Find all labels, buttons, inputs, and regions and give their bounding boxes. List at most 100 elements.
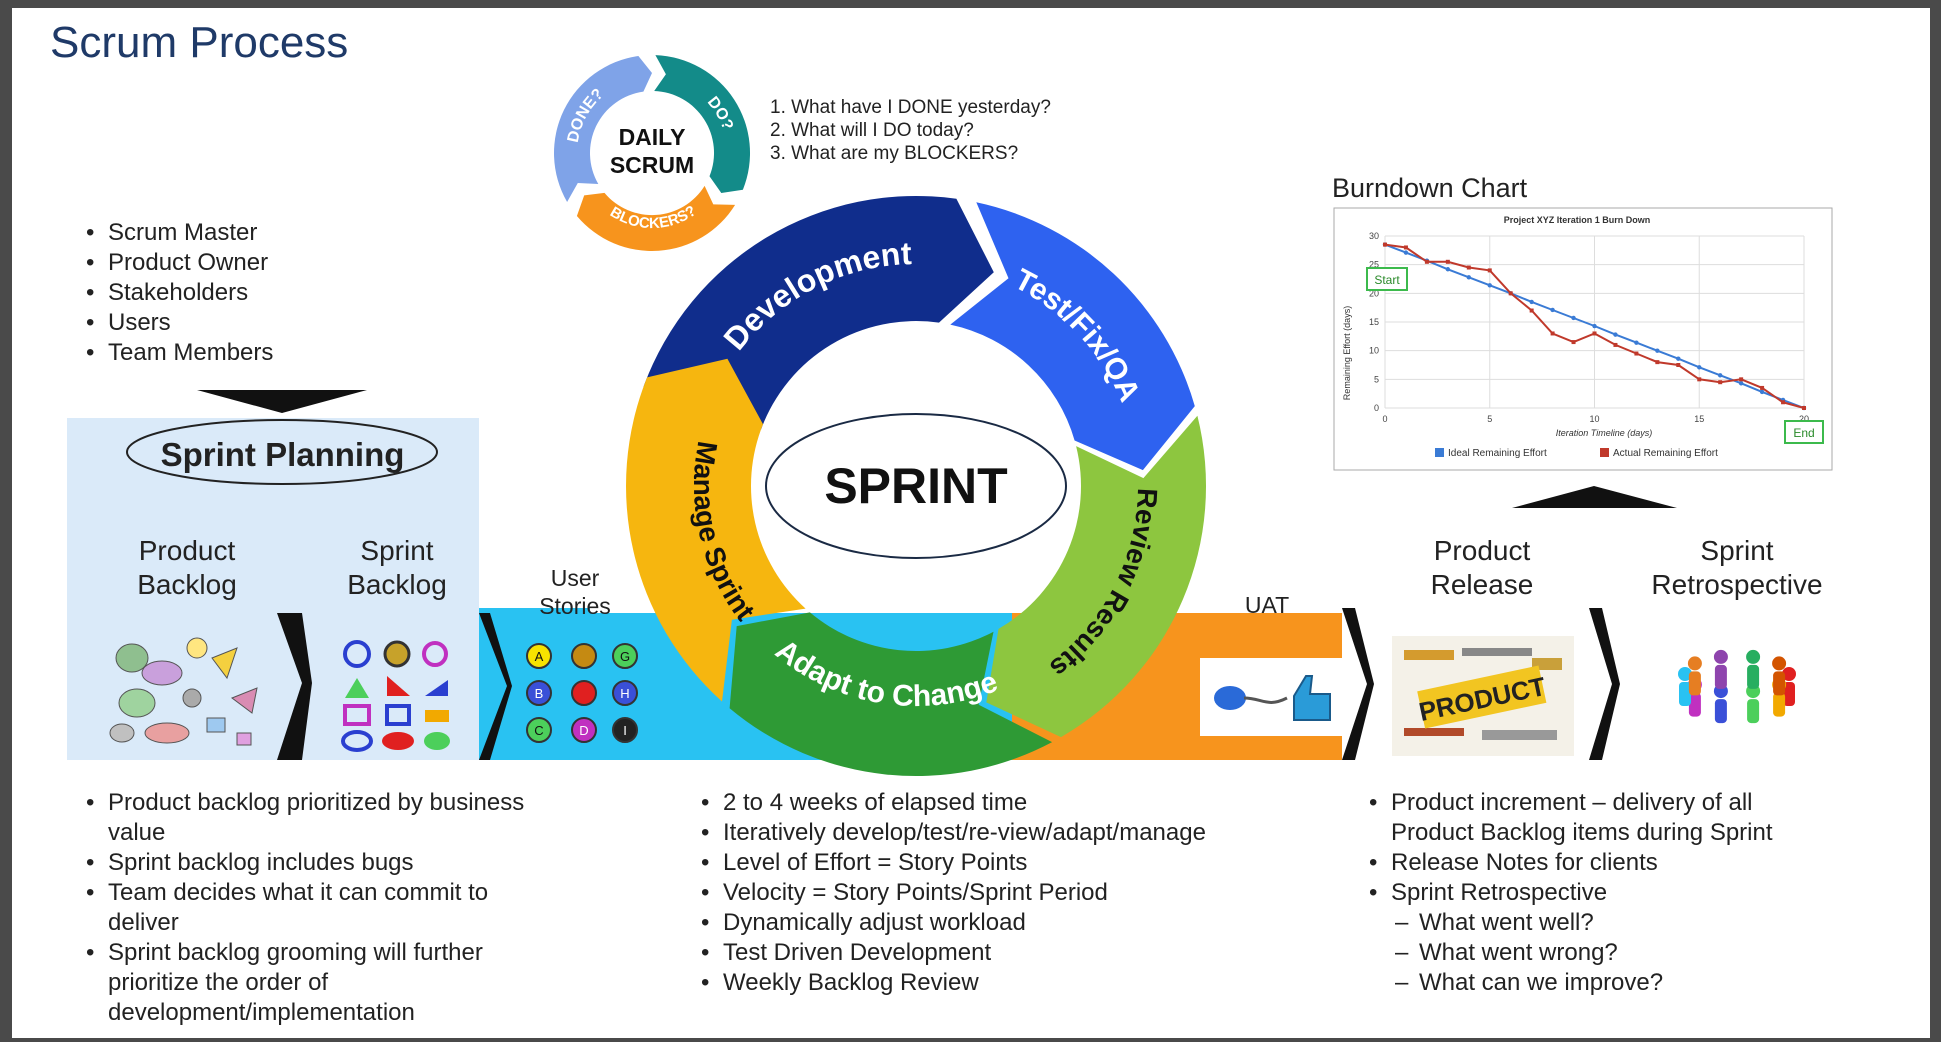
list-item: 3. What are my BLOCKERS? <box>770 143 1019 164</box>
ideal-point <box>1634 340 1639 345</box>
legend-swatch-actual <box>1600 448 1609 457</box>
ideal-point <box>1466 275 1472 280</box>
list-item: Sprint backlog includes bugs <box>84 848 534 878</box>
sprint-cycle-ring: Development Test/Fix/QA Review Results A… <box>626 195 1207 777</box>
story-node-label: D <box>579 723 588 738</box>
burndown-chart: Project XYZ Iteration 1 Burn Down 051015… <box>1333 207 1833 471</box>
daily-scrum-label-1: DAILY <box>619 124 686 150</box>
scrum-process-slide: Scrum Process <box>12 8 1930 1038</box>
ideal-point <box>1550 307 1555 313</box>
y-tick-label: 0 <box>1374 403 1379 413</box>
list-item: Product backlog prioritized by business … <box>84 788 534 848</box>
person-icon <box>1678 667 1692 681</box>
story-node-label: I <box>623 723 627 738</box>
roles-list: Scrum Master Product Owner Stakeholders … <box>84 218 273 368</box>
x-tick-label: 10 <box>1589 414 1599 424</box>
story-node <box>571 717 597 743</box>
person-icon <box>1746 649 1761 664</box>
actual-point <box>1466 265 1471 270</box>
list-item: 1. What have I DONE yesterday? <box>770 97 1051 118</box>
diagram-canvas: Development Test/Fix/QA Review Results A… <box>67 55 1833 777</box>
list-item: Release Notes for clients <box>1367 848 1807 878</box>
ideal-point <box>1655 348 1660 353</box>
list-item: What went well? <box>1367 908 1807 938</box>
legend-ideal: Ideal Remaining Effort <box>1448 448 1547 459</box>
story-node <box>526 680 552 706</box>
person-icon <box>1747 664 1760 689</box>
ideal-point <box>1487 283 1492 288</box>
list-item: Scrum Master <box>84 218 273 248</box>
story-node-label: A <box>535 649 544 664</box>
x-tick-label: 20 <box>1799 414 1809 424</box>
list-item: Users <box>84 308 273 338</box>
y-tick-label: 15 <box>1369 317 1379 327</box>
story-node <box>612 643 638 669</box>
person-icon <box>1773 692 1786 717</box>
actual-point <box>1781 400 1786 405</box>
planning-notes-list: Product backlog prioritized by business … <box>84 788 534 1028</box>
ideal-point <box>1718 373 1723 378</box>
release-notes-list: Product increment – delivery of all Prod… <box>1367 788 1807 998</box>
blockers-segment <box>576 185 736 252</box>
legend-swatch-ideal <box>1435 448 1444 457</box>
actual-point <box>1571 340 1576 345</box>
story-node-label: C <box>534 723 543 738</box>
actual-point <box>1739 377 1744 382</box>
user-stories-label: User Stories <box>539 565 611 619</box>
actual-point <box>1655 360 1660 365</box>
person-icon <box>1713 649 1728 664</box>
list-item: Dynamically adjust workload <box>699 908 1219 938</box>
ideal-point <box>1403 250 1409 255</box>
actual-point <box>1592 331 1597 336</box>
start-label: Start <box>1374 273 1400 287</box>
daily-scrum-ring: DONE? DO? BLOCKERS? DAILY SCRUM <box>554 55 751 252</box>
review-results-segment <box>986 415 1207 738</box>
list-item: Iteratively develop/test/re-view/adapt/m… <box>699 818 1219 848</box>
sprint-center-ellipse <box>765 413 1067 559</box>
y-tick-label: 30 <box>1369 231 1379 241</box>
sprint-planning-label: Sprint Planning <box>160 436 405 473</box>
person-icon <box>1714 664 1727 689</box>
product-backlog-icon <box>109 637 258 746</box>
actual-point <box>1718 380 1723 385</box>
x-axis-label: Iteration Timeline (days) <box>1556 428 1652 438</box>
story-node <box>526 643 552 669</box>
sprint-backlog-label: Sprint Backlog <box>347 535 447 600</box>
ideal-point <box>1738 381 1744 386</box>
person-icon <box>1688 692 1701 717</box>
x-tick-label: 0 <box>1382 414 1387 424</box>
story-node <box>526 717 552 743</box>
burndown-heading: Burndown Chart <box>1332 173 1528 203</box>
up-arrow-icon <box>1512 486 1677 508</box>
person-icon <box>1747 699 1760 724</box>
list-item: 2 to 4 weeks of elapsed time <box>699 788 1219 818</box>
actual-point <box>1508 291 1513 296</box>
actual-point <box>1697 377 1702 382</box>
person-icon <box>1773 671 1786 696</box>
down-arrow-icon <box>197 390 367 413</box>
list-item: Stakeholders <box>84 278 273 308</box>
y-tick-label: 5 <box>1374 374 1379 384</box>
end-label: End <box>1793 426 1814 440</box>
product-backlog-label: Product Backlog <box>137 535 237 600</box>
person-icon <box>1772 656 1787 671</box>
actual-point <box>1445 259 1450 264</box>
list-item: Weekly Backlog Review <box>699 968 1219 998</box>
list-item: 2. What will I DO today? <box>770 120 974 141</box>
end-callout <box>1784 420 1824 444</box>
actual-point <box>1529 308 1534 313</box>
done-segment <box>554 56 652 202</box>
person-icon <box>1688 671 1701 696</box>
actual-point <box>1613 342 1618 347</box>
do-segment <box>654 55 751 193</box>
list-item: Team Members <box>84 338 273 368</box>
legend-actual: Actual Remaining Effort <box>1613 448 1718 459</box>
x-tick-label: 15 <box>1694 414 1704 424</box>
chevron-right-icon <box>479 613 512 760</box>
ideal-point <box>1592 323 1597 329</box>
list-item: Sprint backlog grooming will further pri… <box>84 938 534 1028</box>
chevron-right-icon <box>277 613 312 760</box>
y-axis-label: Remaining Effort (days) <box>1342 306 1352 400</box>
list-item: Velocity = Story Points/Sprint Period <box>699 878 1219 908</box>
product-release-label: Product Release <box>1430 535 1534 600</box>
